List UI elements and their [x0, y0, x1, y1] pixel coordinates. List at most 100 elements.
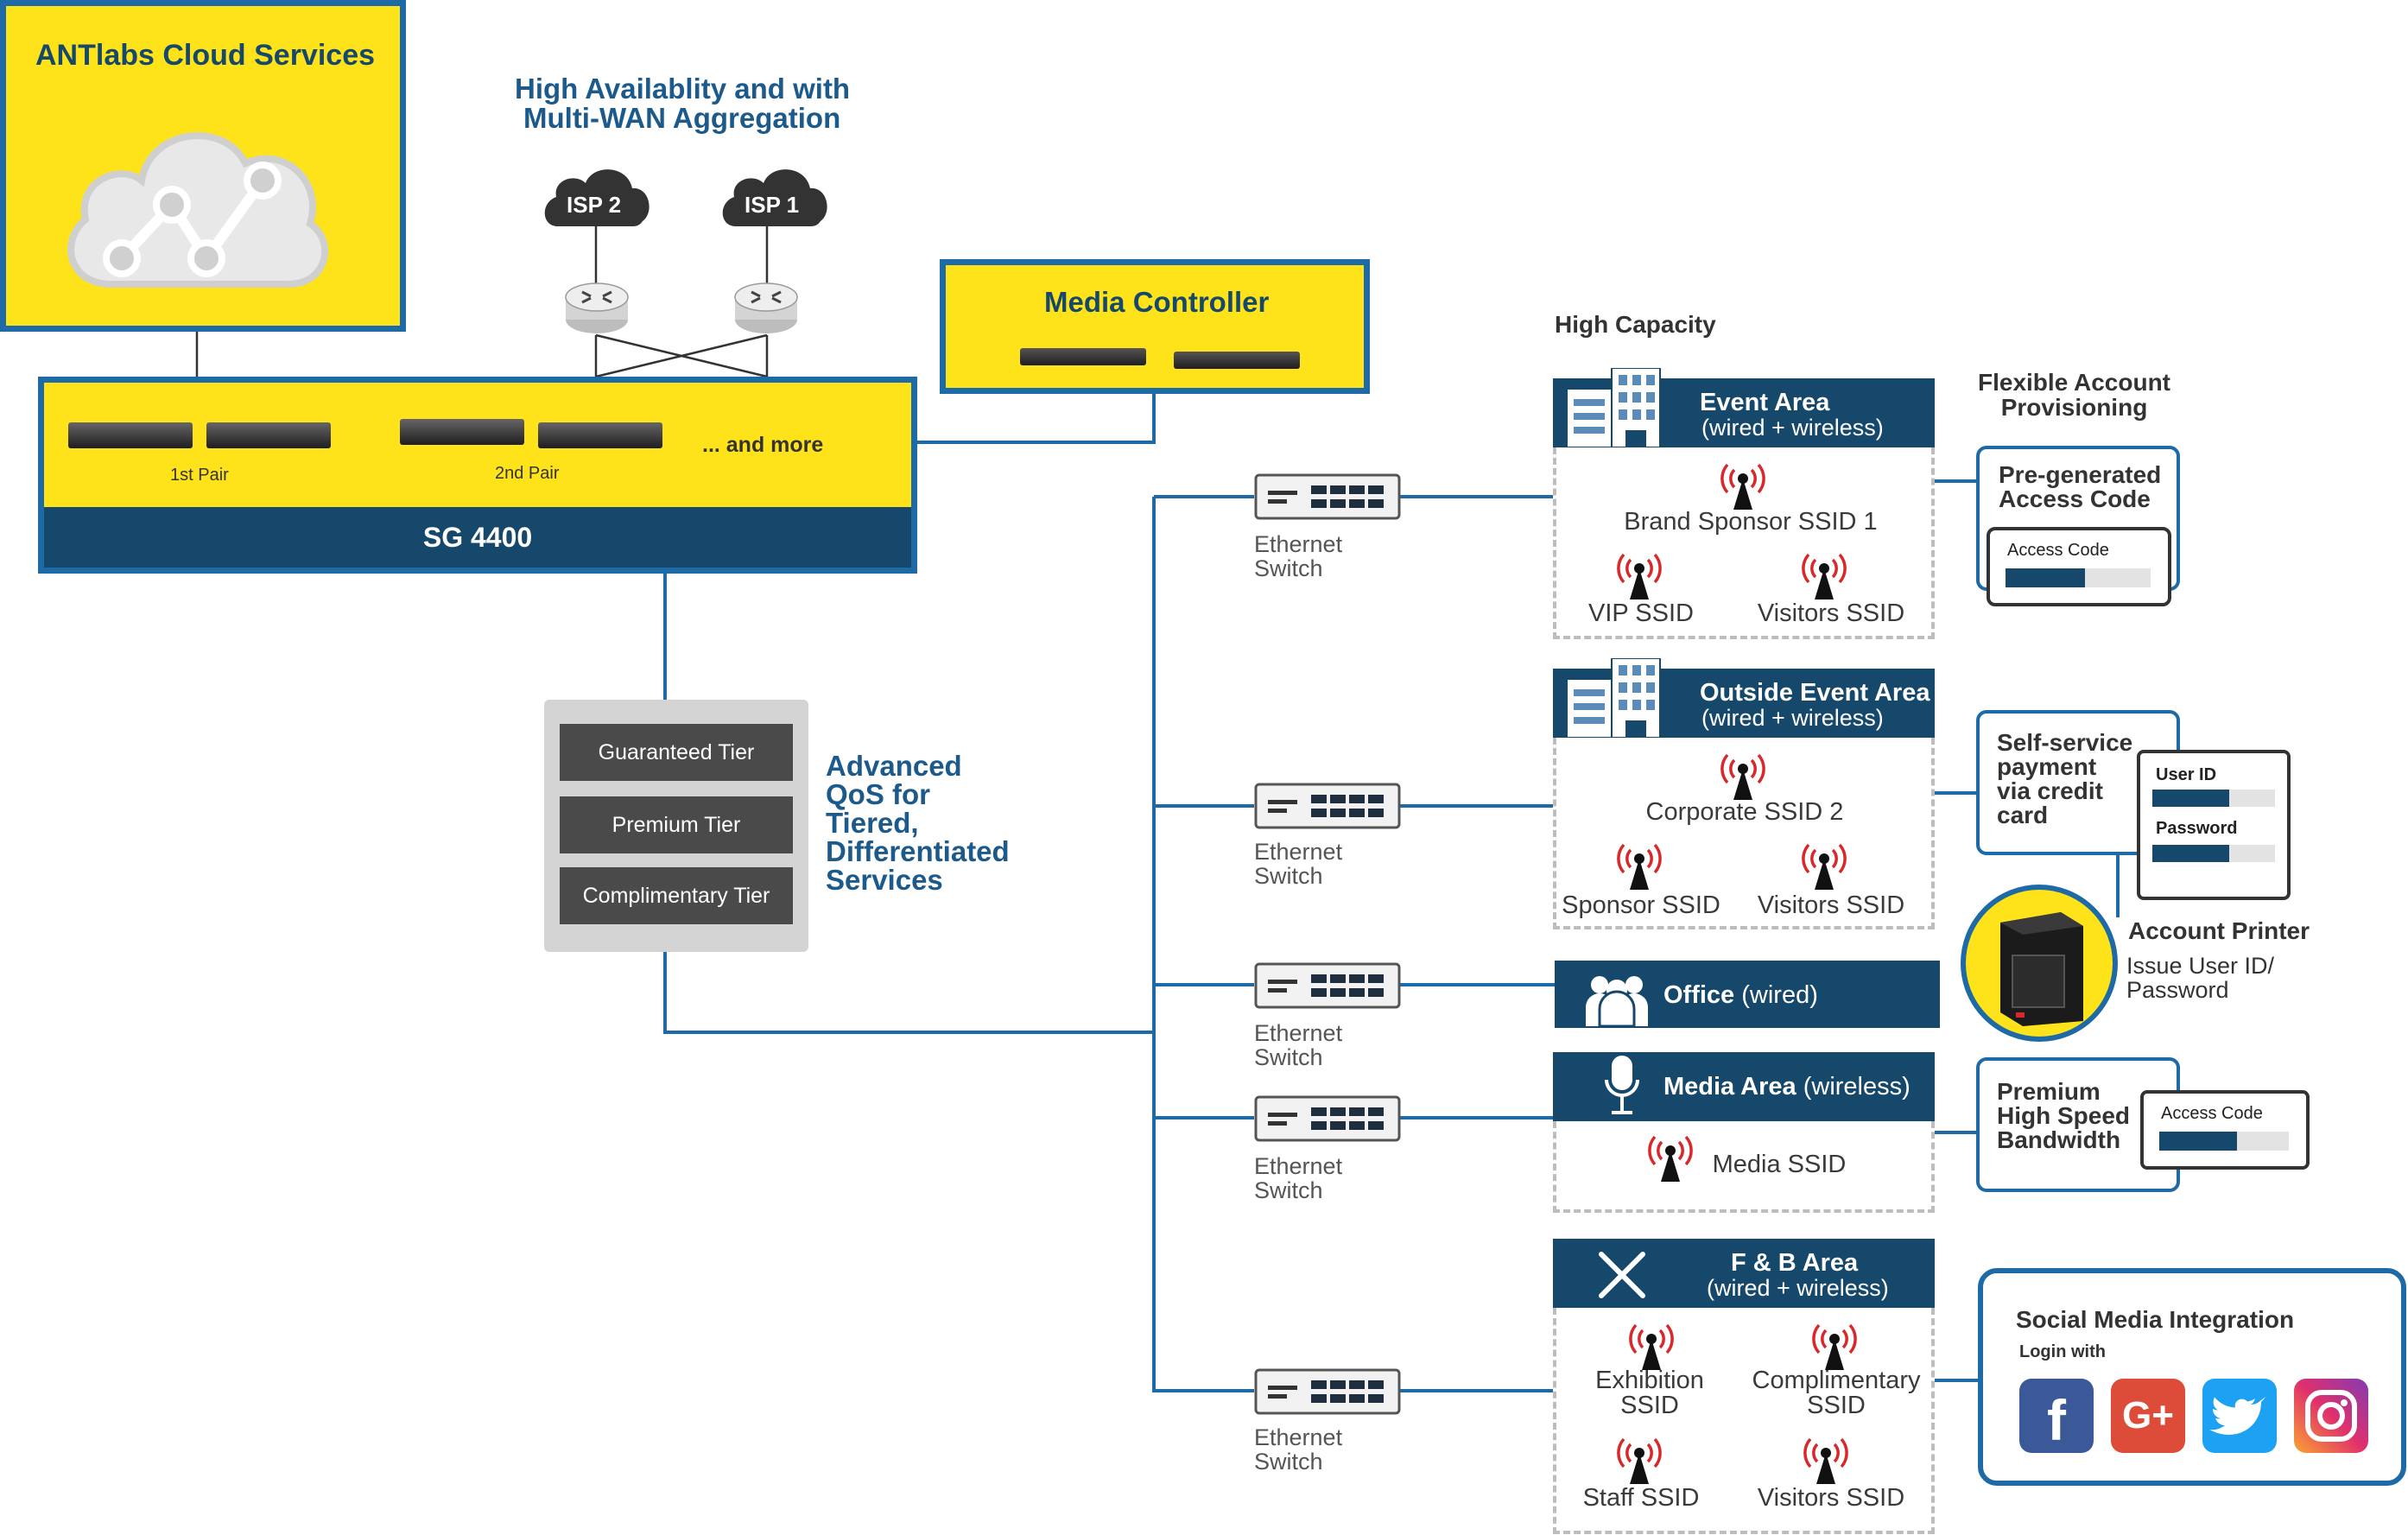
wifi-antenna-icon — [1809, 1323, 1860, 1372]
media-area-subtitle: (wireless) — [1803, 1073, 1911, 1101]
ssid-label: Sponsor SSID — [1562, 891, 1720, 919]
qos-line: Differentiated — [826, 835, 1010, 867]
social-title: Social Media Integration — [2016, 1306, 2295, 1333]
ha-title-line2: Multi-WAN Aggregation — [523, 102, 841, 134]
self-service-line: card — [1997, 802, 2049, 828]
wifi-antenna-icon — [1800, 1437, 1852, 1486]
access-code-card: Access Code — [2140, 1090, 2310, 1170]
ssid-line: Exhibition — [1595, 1367, 1704, 1394]
router-icon — [565, 282, 629, 333]
outside-area-subtitle: (wired + wireless) — [1701, 705, 1884, 731]
media-controller-box: Media Controller — [940, 259, 1370, 394]
wifi-antenna-icon — [1717, 463, 1769, 511]
server-appliance — [68, 422, 193, 448]
isp1-label: ISP 1 — [745, 192, 800, 218]
sg4400-title-bar: SG 4400 — [44, 507, 911, 568]
flex-line: Provisioning — [2000, 394, 2148, 421]
ethernet-switch-icon — [1254, 783, 1401, 829]
and-more-label: ... and more — [702, 433, 824, 457]
fb-area-body — [1553, 1308, 1935, 1534]
printer-desc: Issue User ID/ Password — [2126, 954, 2274, 1002]
facebook-icon[interactable]: f — [2019, 1379, 2094, 1453]
office-title-row: Office (wired) — [1663, 981, 1818, 1010]
wifi-antenna-icon — [1613, 843, 1665, 891]
office-area-header: Office (wired) — [1555, 961, 1940, 1028]
fb-area-subtitle: (wired + wireless) — [1707, 1275, 1889, 1301]
fb-area-header: F & B Area (wired + wireless) — [1553, 1239, 1935, 1308]
switch-label-line: Ethernet — [1254, 839, 1343, 865]
social-media-box: Social Media Integration Login with f G+ — [1978, 1268, 2406, 1486]
switch-label-line: Switch — [1254, 1449, 1323, 1475]
access-code-fill — [2159, 1132, 2237, 1151]
password-field[interactable] — [2152, 845, 2275, 862]
server-appliance — [400, 419, 524, 445]
user-id-field[interactable] — [2152, 790, 2275, 807]
password-label: Password — [2156, 819, 2238, 838]
wifi-antenna-icon — [1625, 1323, 1677, 1372]
event-area-title: Event Area — [1700, 389, 1830, 416]
password-fill — [2152, 845, 2230, 862]
wifi-antenna-icon — [1717, 753, 1769, 802]
access-code-field[interactable] — [2159, 1132, 2289, 1151]
instagram-icon[interactable] — [2294, 1379, 2368, 1453]
qos-line: Tiered, — [826, 807, 919, 839]
access-code-label: Access Code — [2161, 1104, 2263, 1123]
ssid-line: SSID — [1620, 1392, 1679, 1419]
user-id-fill — [2152, 790, 2230, 807]
flex-provisioning-title: Flexible Account Provisioning — [1978, 370, 2170, 420]
switch-label-line: Ethernet — [1254, 1424, 1343, 1450]
switch-label-line: Switch — [1254, 863, 1323, 889]
ssid-label: Visitors SSID — [1757, 1484, 1905, 1512]
printer-title: Account Printer — [2128, 917, 2310, 944]
premium-line: Bandwidth — [1997, 1126, 2121, 1153]
media-area-title: Media Area — [1663, 1073, 1796, 1101]
ssid-label: Corporate SSID 2 — [1645, 798, 1844, 826]
wifi-antenna-icon — [1613, 1437, 1665, 1486]
ssid-label: Staff SSID — [1582, 1484, 1700, 1512]
cloud-services-title: ANTlabs Cloud Services — [35, 39, 376, 72]
access-code-field[interactable] — [2006, 568, 2151, 587]
wifi-antenna-icon — [1613, 553, 1665, 601]
switch-label-line: Ethernet — [1254, 1153, 1343, 1179]
qos-description: Advanced QoS for Tiered, Differentiated … — [826, 752, 1010, 894]
qos-line: QoS for — [826, 778, 930, 810]
isp2-cloud-icon — [544, 169, 650, 226]
wifi-antenna-icon — [1798, 553, 1850, 601]
google-plus-icon[interactable]: G+ — [2111, 1379, 2185, 1453]
pregen-line: Pre-generated — [1999, 461, 2162, 488]
building-icon — [1567, 658, 1661, 738]
office-title: Office — [1663, 981, 1735, 1009]
premium-line: Premium — [1997, 1078, 2101, 1105]
social-login-label: Login with — [2019, 1342, 2106, 1361]
premium-title: Premium High Speed Bandwidth — [1997, 1080, 2130, 1152]
premium-bandwidth-box: Premium High Speed Bandwidth — [1976, 1057, 2180, 1192]
premium-line: High Speed — [1997, 1102, 2131, 1129]
event-area-body — [1553, 447, 1935, 639]
ethernet-switch-icon — [1254, 1368, 1401, 1415]
ha-title-line1: High Availablity and with — [515, 73, 851, 105]
event-area-subtitle: (wired + wireless) — [1701, 415, 1884, 441]
media-controller-title: Media Controller — [1044, 286, 1270, 318]
office-subtitle: (wired) — [1741, 981, 1818, 1009]
printer-badge — [1961, 885, 2118, 1042]
printer-line: Password — [2126, 977, 2229, 1003]
printer-line: Issue User ID/ — [2126, 953, 2275, 979]
isp2-label: ISP 2 — [567, 192, 622, 218]
self-service-line: Self-service — [1997, 729, 2133, 756]
microphone-icon — [1605, 1056, 1639, 1114]
pair2-label: 2nd Pair — [495, 464, 560, 483]
ethernet-switch-icon — [1254, 1095, 1401, 1142]
high-capacity-label: High Capacity — [1555, 311, 1716, 338]
login-card: User ID Password — [2137, 750, 2291, 900]
self-service-line: via credit — [1997, 777, 2103, 804]
self-service-title: Self-service payment via credit card — [1997, 731, 2132, 828]
sg4400-title: SG 4400 — [422, 521, 533, 553]
access-code-label: Access Code — [2007, 541, 2109, 560]
switch-label-line: Ethernet — [1254, 531, 1343, 557]
twitter-icon[interactable] — [2202, 1379, 2277, 1453]
media-area-header: Media Area (wireless) — [1553, 1052, 1935, 1121]
